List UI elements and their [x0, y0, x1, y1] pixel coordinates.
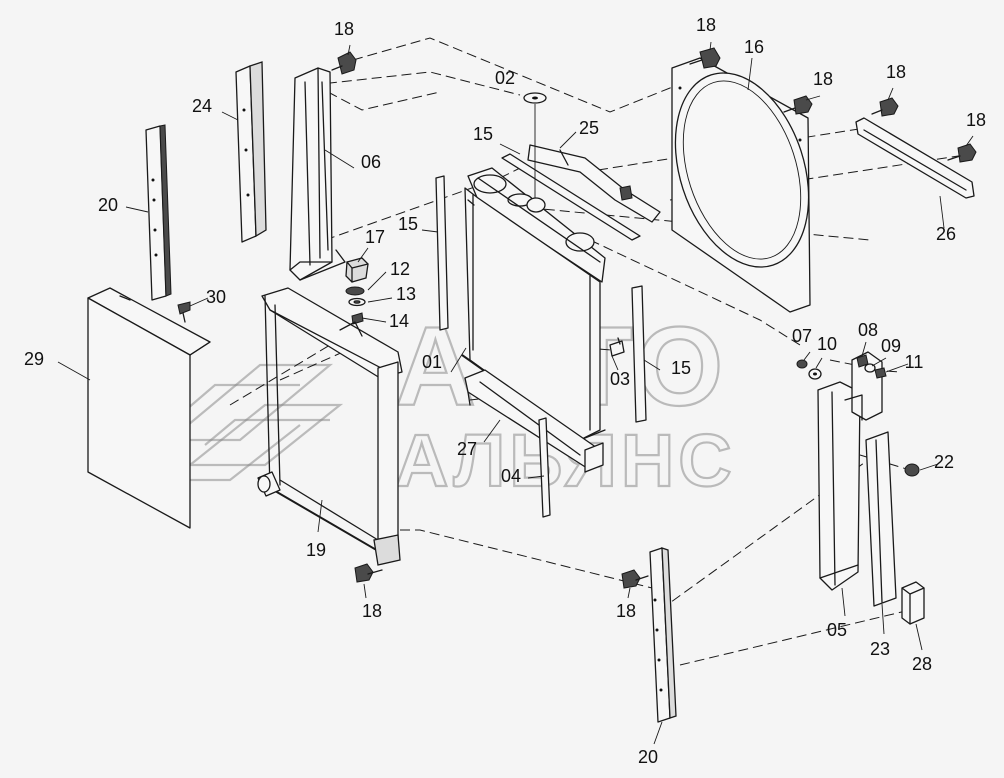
- part-18-bolt-g: [621, 569, 649, 589]
- part-29-shroud-panel: [87, 287, 211, 529]
- callout-c05: 05: [827, 620, 847, 640]
- part-15-rod-left: [435, 175, 449, 331]
- part-18-bolt-b: [689, 47, 721, 69]
- callout-c20b: 20: [638, 747, 658, 767]
- callout-c22: 22: [934, 452, 954, 472]
- callout-c18f: 18: [362, 601, 382, 621]
- part-30-screw: [177, 301, 191, 323]
- callout-c01: 01: [422, 352, 442, 372]
- part-15-rod-right: [631, 285, 647, 423]
- part-19-lower-frame: [257, 287, 403, 566]
- callout-c10: 10: [817, 334, 837, 354]
- part-18-bolt-d: [871, 97, 899, 117]
- part-11-bolt: [874, 367, 887, 379]
- callout-c23: 23: [870, 639, 890, 659]
- callout-c18e: 18: [966, 110, 986, 130]
- callout-c24: 24: [192, 96, 212, 116]
- callout-c30: 30: [206, 287, 226, 307]
- callout-c08: 08: [858, 320, 878, 340]
- part-26-bar: [855, 117, 975, 199]
- callout-c17: 17: [365, 227, 385, 247]
- part-18-bolt-c: [783, 95, 813, 115]
- part-17-cushion: [345, 257, 369, 283]
- part-16-fan-shroud: [671, 57, 811, 313]
- part-22-nut: [904, 463, 920, 477]
- part-27-lower-support: [464, 369, 604, 473]
- part-06-side-frame: [289, 67, 346, 281]
- callout-c07: 07: [792, 326, 812, 346]
- part-03-plug: [609, 337, 625, 357]
- callout-c26: 26: [936, 224, 956, 244]
- part-25-upper-bracket: [527, 144, 661, 223]
- part-07-nut: [796, 359, 808, 369]
- part-24-bracket: [235, 61, 267, 243]
- part-14-bolt: [351, 312, 364, 325]
- part-20-bracket-lower: [649, 547, 677, 723]
- part-28-block: [901, 581, 925, 625]
- callout-c29: 29: [24, 349, 44, 369]
- callout-c15c: 15: [671, 358, 691, 378]
- callout-c18b: 18: [696, 15, 716, 35]
- callout-c16: 16: [744, 37, 764, 57]
- part-18-bolt-a: [331, 51, 357, 75]
- part-10-washer: [808, 368, 822, 380]
- callout-c14: 14: [389, 311, 409, 331]
- callout-c18c: 18: [813, 69, 833, 89]
- callout-c12: 12: [390, 259, 410, 279]
- callout-c06: 06: [361, 152, 381, 172]
- part-18-bolt-e: [947, 143, 977, 163]
- callout-c28: 28: [912, 654, 932, 674]
- callout-c03: 03: [610, 369, 630, 389]
- part-18-bolt-f: [354, 563, 383, 583]
- callout-c18a: 18: [334, 19, 354, 39]
- callout-c20a: 20: [98, 195, 118, 215]
- callout-c19: 19: [306, 540, 326, 560]
- part-15-rod-top: [501, 153, 641, 241]
- leader-lines: [57, 41, 974, 745]
- watermark: АВТО АЛЬЯНС: [166, 303, 733, 503]
- callout-c15a: 15: [473, 124, 493, 144]
- callout-c18g: 18: [616, 601, 636, 621]
- part-12-spacer: [345, 286, 365, 296]
- part-04-drain-tube: [538, 417, 551, 518]
- callout-c18d: 18: [886, 62, 906, 82]
- callout-c15b: 15: [398, 214, 418, 234]
- callout-c09: 09: [881, 336, 901, 356]
- part-02-radiator-cap: [523, 92, 547, 198]
- part-13-washer: [348, 297, 366, 307]
- callout-c27: 27: [457, 439, 477, 459]
- callout-c04: 04: [501, 466, 521, 486]
- part-20-bracket-left: [145, 124, 172, 301]
- part-23-strip: [865, 431, 897, 607]
- callout-c25: 25: [579, 118, 599, 138]
- part-01-radiator-core: [461, 167, 606, 441]
- callout-c02: 02: [495, 68, 515, 88]
- callout-c11: 11: [905, 352, 924, 372]
- callout-c13: 13: [396, 284, 416, 304]
- watermark-logo: [166, 363, 344, 482]
